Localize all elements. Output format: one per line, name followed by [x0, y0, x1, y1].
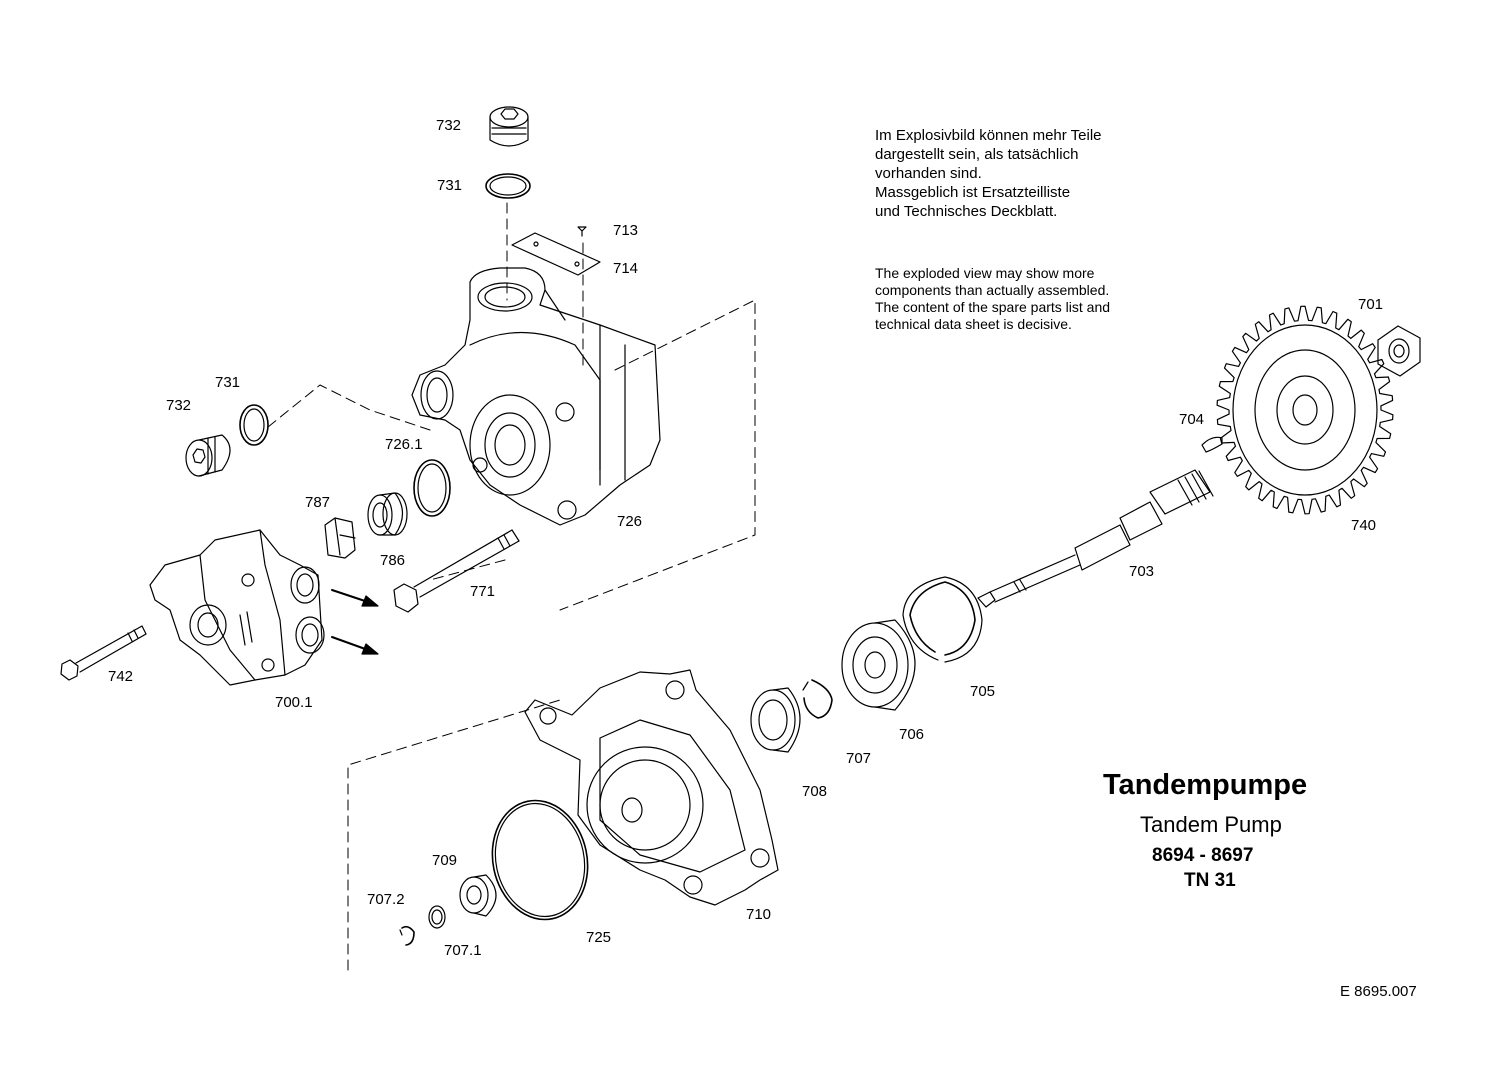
part-label-740: 740: [1351, 517, 1377, 534]
pump-housing-726: [412, 268, 660, 525]
gear-pump-700-1: [150, 530, 324, 685]
part-label-732-left: 732: [166, 397, 192, 414]
part-label-700-1: 700.1: [275, 694, 313, 711]
part-label-704: 704: [1179, 411, 1205, 428]
circlip-707: [803, 680, 832, 718]
part-label-787: 787: [305, 494, 331, 511]
seal-ring-731-left: [240, 405, 268, 445]
model-range: 8694 - 8697: [1152, 845, 1254, 866]
o-ring-726-1: [414, 460, 450, 516]
part-label-707-2: 707.2: [367, 891, 405, 908]
note-english: The exploded view may show more componen…: [875, 265, 1111, 332]
title-english: Tandem Pump: [1140, 812, 1282, 837]
part-label-771: 771: [470, 583, 496, 600]
part-label-707-1: 707.1: [444, 942, 482, 959]
coupling-787: [325, 518, 355, 558]
washer-707-1: [429, 906, 445, 928]
part-label-710: 710: [746, 906, 772, 923]
part-label-708: 708: [802, 783, 828, 800]
shaft-seal-708: [751, 688, 800, 752]
rivet-713: [578, 227, 586, 236]
note-german: Im Explosivbild können mehr Teile darges…: [875, 127, 1102, 220]
part-label-705: 705: [970, 683, 996, 700]
nut-701: [1378, 326, 1420, 376]
part-label-732-top: 732: [436, 117, 462, 134]
assembly-dashed-lines: [268, 203, 755, 970]
cover-710: [525, 670, 778, 905]
part-label-786: 786: [380, 552, 406, 569]
part-label-731-top: 731: [437, 177, 463, 194]
part-label-707: 707: [846, 750, 872, 767]
circlip-707-2: [400, 927, 414, 945]
seal-ring-731-top: [486, 174, 530, 198]
part-label-726-1: 726.1: [385, 436, 423, 453]
part-label-703: 703: [1129, 563, 1155, 580]
gear-740: [1217, 306, 1393, 514]
ball-bearing-706: [842, 620, 915, 710]
plug-screw-732-left: [186, 435, 230, 476]
o-ring-725: [482, 792, 599, 929]
part-label-725: 725: [586, 929, 612, 946]
type-plate-714: [512, 233, 600, 275]
part-label-726: 726: [617, 513, 643, 530]
part-label-709: 709: [432, 852, 458, 869]
part-label-706: 706: [899, 726, 925, 743]
plug-screw-732-top: [490, 107, 528, 146]
tn-number: TN 31: [1184, 870, 1236, 891]
document-number: E 8695.007: [1340, 983, 1417, 1000]
bolt-771: [394, 530, 519, 612]
bolt-742: [61, 626, 146, 680]
part-label-742: 742: [108, 668, 134, 685]
bearing-786: [368, 493, 407, 535]
title-german: Tandempumpe: [1103, 769, 1308, 801]
flow-arrows: [332, 590, 378, 654]
part-label-731-left: 731: [215, 374, 241, 391]
shaft-703: [978, 470, 1213, 607]
key-704: [1202, 437, 1222, 452]
part-label-714: 714: [613, 260, 639, 277]
part-label-701: 701: [1358, 296, 1384, 313]
circlip-705: [903, 577, 982, 662]
part-label-713: 713: [613, 222, 639, 239]
bearing-709: [460, 875, 496, 916]
